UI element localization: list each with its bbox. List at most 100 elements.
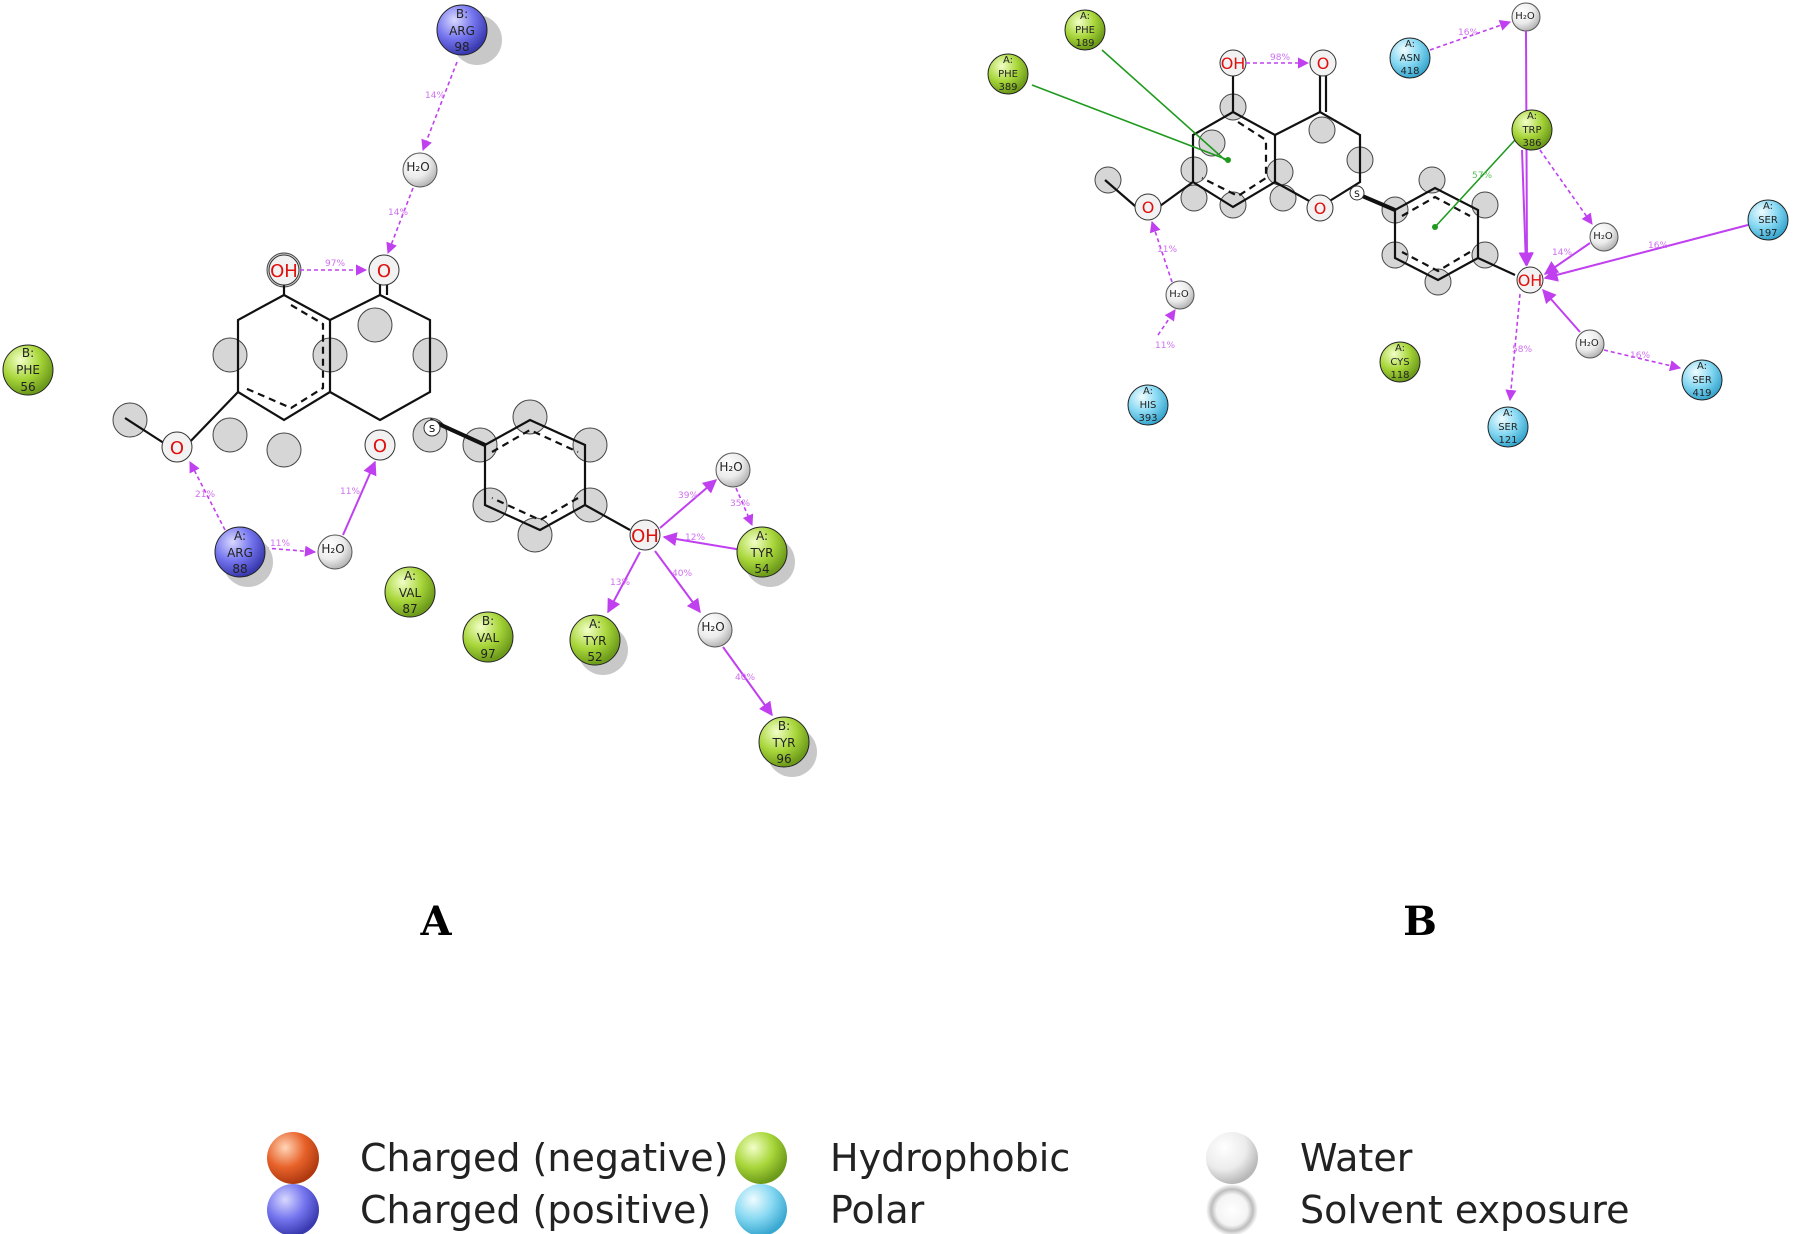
legend-item-polar: Polar (735, 1184, 925, 1234)
legend-item-water: Water (1206, 1132, 1413, 1184)
legend-item-hydrophobic: Hydrophobic (735, 1132, 1070, 1184)
atom-stereo-label: S (429, 424, 435, 435)
residue-number: 386 (1522, 138, 1541, 149)
pct-label: 12% (685, 533, 705, 543)
residue-name: PHE (16, 363, 40, 377)
residue-chain: B: (22, 346, 34, 360)
residue-number: 189 (1075, 38, 1094, 49)
panel-b-label: B (1403, 898, 1437, 945)
residue-name: ARG (449, 24, 475, 38)
residue-number: 121 (1498, 435, 1517, 446)
ligand-atoms-a: OH O O O S OH (161, 254, 661, 551)
atom-carbonyl-label: O (377, 261, 391, 282)
atom-ring-o-label: O (1314, 199, 1327, 218)
atom-phenol-oh-label: OH (631, 526, 659, 547)
residue-number: 418 (1400, 66, 1419, 77)
panel-b: OH O O O S OH H₂O H₂O H₂O H₂O (987, 2, 1789, 945)
water-label: H₂O (1169, 289, 1189, 300)
residue-number: 87 (402, 602, 417, 616)
water-label: H₂O (406, 160, 429, 174)
legend-label: Water (1300, 1136, 1413, 1180)
residue-chain: A: (1763, 201, 1773, 212)
residue-chain: A: (1405, 39, 1415, 50)
residue-chain: A: (404, 569, 416, 583)
atom-carbonyl-label: O (1317, 54, 1330, 73)
residue-a-tyr-54: A: TYR 54 (736, 526, 795, 587)
pct-label: 57% (1472, 171, 1492, 181)
residue-chain: A: (589, 617, 601, 631)
pct-label: 11% (340, 487, 360, 497)
residue-number: 98 (454, 40, 469, 54)
solvent-exposure-halos-a (112, 252, 608, 553)
waters-a: H₂O H₂O H₂O H₂O (317, 152, 751, 648)
residue-b-val-97: B: VAL 97 (462, 611, 514, 663)
residue-name: TYR (750, 546, 774, 560)
ligand-bonds-a (124, 268, 631, 532)
pct-label: 11% (270, 539, 290, 549)
residue-a-ser-121: A: SER 121 (1487, 406, 1529, 448)
pct-label: 13% (610, 578, 630, 588)
pct-label: 35% (730, 499, 750, 509)
residue-number: 389 (998, 82, 1017, 93)
residue-a-ser-419: A: SER 419 (1681, 359, 1723, 401)
residue-a-ser-197: A: SER 197 (1747, 199, 1789, 241)
residue-a-phe-389: A: PHE 389 (987, 53, 1029, 95)
residue-a-arg-88: A: ARG 88 (214, 526, 273, 587)
residue-name: TRP (1521, 125, 1541, 136)
pct-label: 40% (672, 569, 692, 579)
solvent-exposure-halos-b (1094, 93, 1499, 296)
residue-chain: A: (756, 529, 768, 543)
residue-number: 393 (1138, 413, 1157, 424)
residue-name: SER (1498, 422, 1518, 433)
residue-chain: B: (778, 719, 790, 733)
pct-label: 97% (325, 259, 345, 269)
residue-name: TYR (772, 736, 796, 750)
water-label: H₂O (701, 620, 724, 634)
pct-label: 11% (1155, 341, 1175, 351)
interactions-b (1031, 20, 1749, 402)
residue-name: VAL (399, 586, 422, 600)
legend-swatch-hydrophobic (735, 1132, 787, 1184)
residue-number: 52 (587, 650, 602, 664)
legend-item-charged-positive: Charged (positive) (267, 1184, 711, 1234)
legend-item-charged-negative: Charged (negative) (267, 1132, 728, 1184)
legend-swatch-charged-negative (267, 1132, 319, 1184)
pct-label: 14% (388, 208, 408, 218)
residue-number: 96 (776, 752, 791, 766)
pct-label: 98% (1270, 53, 1290, 63)
residue-a-asn-418: A: ASN 418 (1389, 37, 1431, 79)
atom-hydroxyl-label: OH (270, 261, 298, 282)
water-label: H₂O (321, 542, 344, 556)
residue-chain: A: (1143, 386, 1153, 397)
residue-a-phe-189: A: PHE 189 (1064, 9, 1106, 51)
residue-name: SER (1758, 215, 1778, 226)
residue-name: TYR (583, 634, 607, 648)
legend-item-solvent-exposure: Solvent exposure (1206, 1184, 1629, 1234)
legend-swatch-solvent-exposure (1206, 1184, 1258, 1234)
water-label: H₂O (1515, 11, 1535, 22)
residue-name: ASN (1400, 53, 1421, 64)
residue-chain: A: (1003, 55, 1013, 66)
residue-number: 56 (20, 380, 35, 394)
residue-chain: B: (482, 614, 494, 628)
atom-phenol-oh-label: OH (1518, 271, 1543, 290)
residue-name: CYS (1390, 357, 1409, 368)
residue-number: 419 (1692, 388, 1711, 399)
pct-label: 16% (1630, 351, 1650, 361)
residue-number: 88 (232, 562, 247, 576)
residue-number: 197 (1758, 228, 1777, 239)
water-label: H₂O (1593, 231, 1613, 242)
legend-label: Polar (830, 1188, 925, 1232)
legend: Charged (negative) Charged (positive) Hy… (267, 1132, 1629, 1234)
pct-label: 40% (735, 673, 755, 683)
residue-b-tyr-96: B: TYR 96 (758, 716, 817, 777)
water-label: H₂O (719, 460, 742, 474)
residue-name: VAL (477, 631, 500, 645)
pct-label: 21% (195, 490, 215, 500)
residue-name: PHE (998, 69, 1018, 80)
pct-label: 14% (425, 91, 445, 101)
residue-b-phe-56: B: PHE 56 (2, 344, 54, 396)
residue-number: 97 (480, 647, 495, 661)
panel-a-label: A (419, 898, 452, 945)
residue-chain: A: (1395, 343, 1405, 354)
